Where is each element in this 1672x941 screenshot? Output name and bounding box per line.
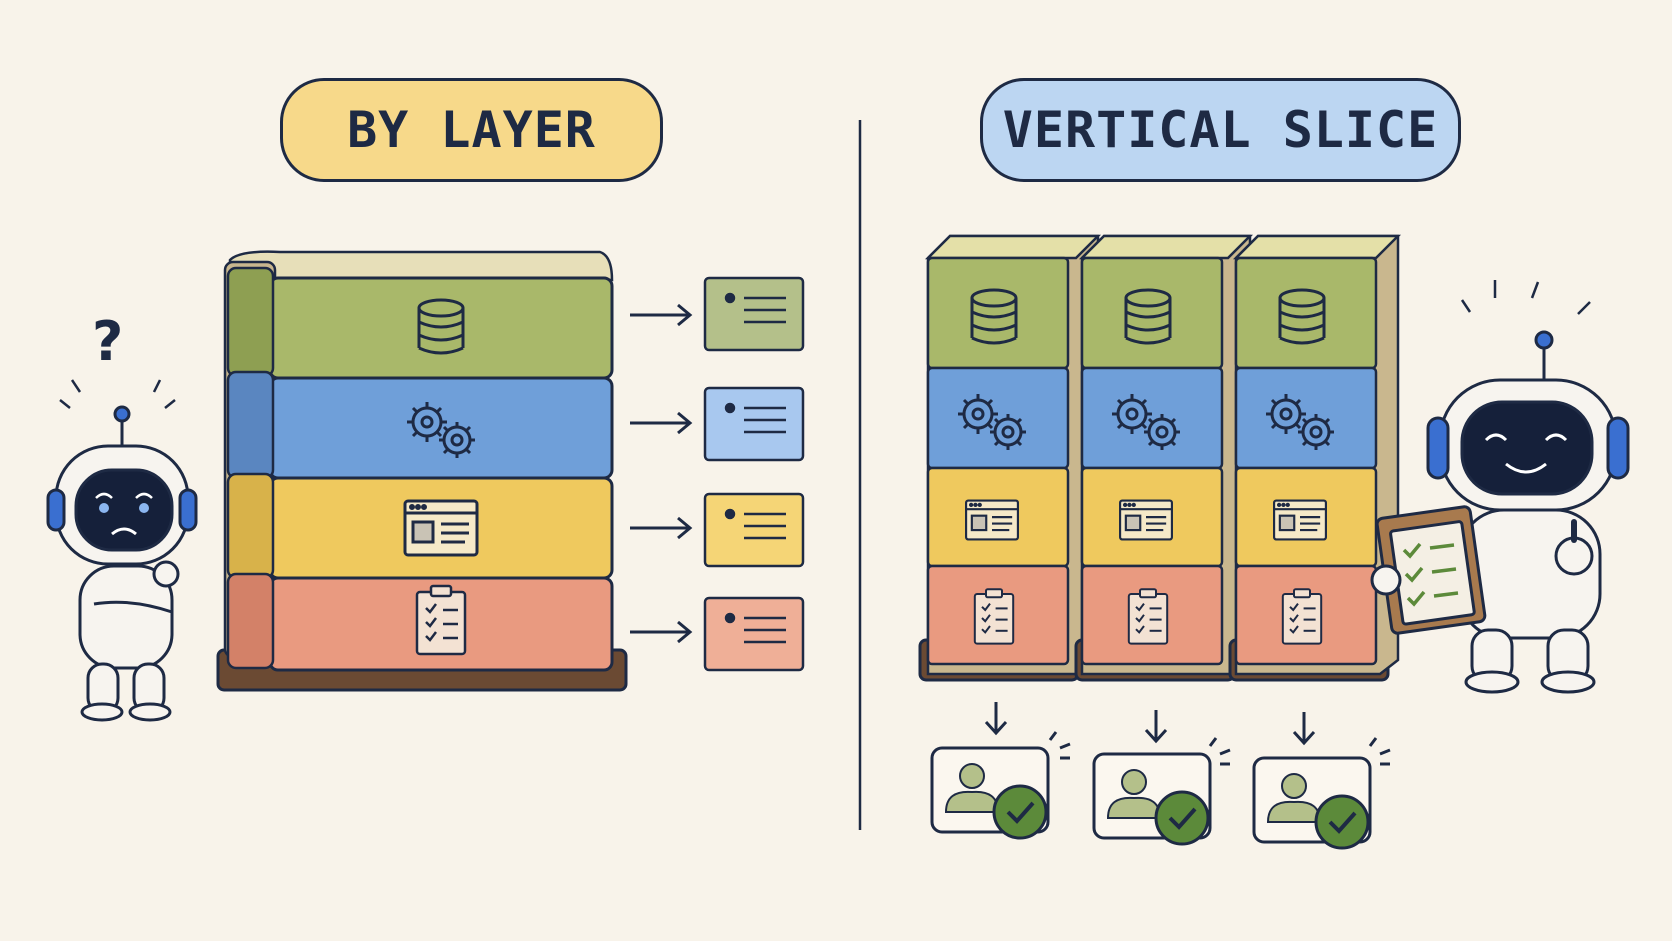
window-icon	[1273, 499, 1328, 541]
vertical-slice-title: VERTICAL SLICE	[980, 78, 1461, 182]
slice-1	[918, 234, 1102, 682]
red-card	[703, 596, 805, 672]
down-arrows	[984, 702, 1391, 766]
user-check-card-1	[930, 746, 1050, 840]
layer-logic	[226, 370, 614, 480]
green-card	[703, 276, 805, 352]
user-check-card-3	[1252, 756, 1372, 850]
arrow-to-green-card	[630, 303, 693, 644]
vertical-slices	[918, 234, 1402, 682]
stack-top	[228, 250, 614, 282]
clipboard-icon	[973, 588, 1015, 645]
clipboard-icon	[1281, 588, 1323, 645]
confused-robot: ?	[46, 310, 198, 722]
layer-ui	[226, 472, 614, 580]
blue-card	[703, 386, 805, 462]
clipboard-icon	[415, 584, 467, 656]
window-icon	[403, 499, 479, 557]
window-icon	[964, 499, 1019, 541]
yellow-card	[703, 492, 805, 568]
slice-2	[1074, 234, 1254, 682]
layered-stack	[216, 250, 628, 692]
vertical-slice-title-text: VERTICAL SLICE	[1002, 101, 1439, 159]
question-mark-icon: ?	[92, 310, 123, 373]
user-check-card-2	[1092, 752, 1212, 846]
slice-outputs	[930, 702, 1391, 850]
by-layer-title-text: BY LAYER	[347, 101, 596, 159]
layer-outputs	[630, 276, 805, 672]
slice-3	[1228, 234, 1402, 682]
layer-tests	[226, 572, 614, 672]
layer-data	[226, 266, 614, 380]
clipboard-icon	[1127, 588, 1169, 645]
by-layer-title: BY LAYER	[280, 78, 663, 182]
window-icon	[1119, 499, 1174, 541]
happy-robot	[1370, 280, 1630, 694]
